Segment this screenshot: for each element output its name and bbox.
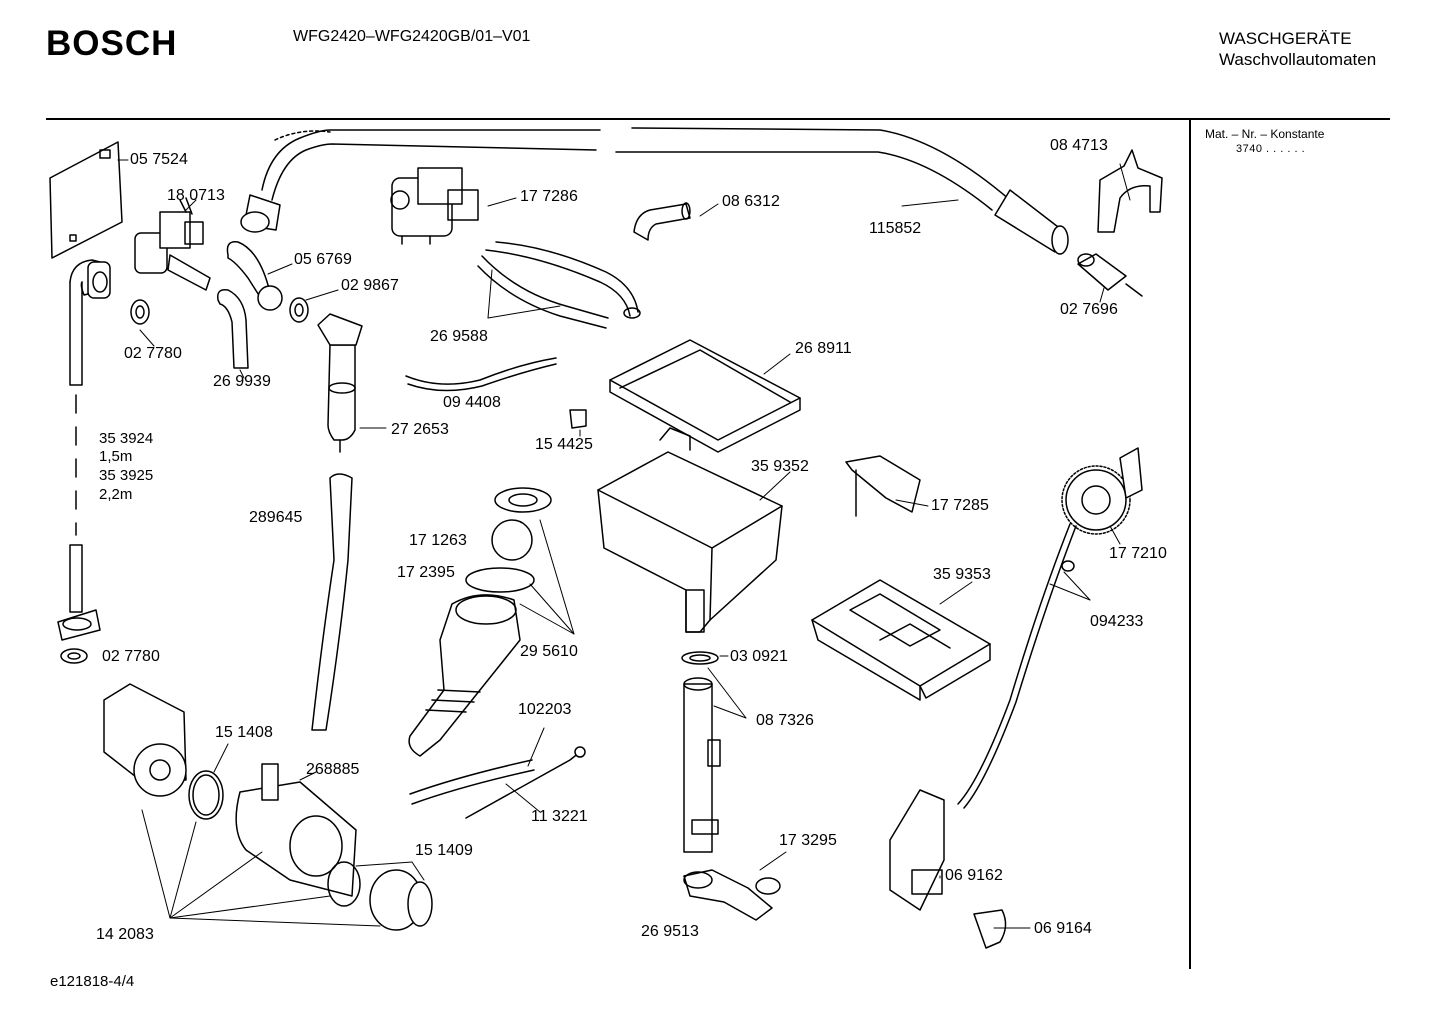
pressure-switch-drawing (1061, 447, 1143, 535)
part-number-label: 08 7326 (756, 712, 814, 729)
brand-logo: BOSCH (46, 24, 178, 63)
part-number-label: 26 9939 (213, 373, 271, 390)
part-number-label: 17 1263 (409, 532, 467, 549)
part-number-label: 03 0921 (730, 648, 788, 665)
side-panel-divider (1189, 118, 1191, 969)
plug-drawing (569, 409, 587, 429)
part-number-label: 06 9162 (945, 867, 1003, 884)
part-number-label: 02 7780 (124, 345, 182, 362)
part-number-label: 115852 (869, 220, 922, 237)
washer-drawing (130, 299, 150, 325)
detergent-drawer-drawing (811, 579, 991, 701)
latch-clip-drawing (845, 455, 921, 517)
part-number-label: 35 9352 (751, 458, 809, 475)
washer-drawing-bottom (60, 648, 88, 664)
hose-bracket-drawing (1097, 149, 1163, 233)
category-subtitle: Waschvollautomaten (1219, 50, 1377, 69)
gasket-drawing (289, 297, 309, 323)
part-number-label: 17 7210 (1109, 545, 1167, 562)
sump-hose-drawing (408, 487, 552, 757)
part-number-label: 35 3924 (99, 430, 154, 447)
part-number-label: 289645 (249, 509, 303, 526)
category-title: WASCHGERÄTE (1219, 29, 1352, 48)
leader-lines (117, 159, 1131, 929)
hose-connector-drawing (57, 259, 111, 641)
part-number-label: 29 5610 (520, 643, 578, 660)
cover-plate-drawing (49, 141, 129, 259)
drain-pump-drawing (103, 683, 187, 797)
dispenser-housing-drawing (597, 451, 783, 633)
part-number-label: 02 7780 (102, 648, 160, 665)
side-panel-value: 3740 . . . . . . (1236, 143, 1306, 155)
mounting-bracket-drawing (889, 789, 945, 911)
part-number-label: 27 2653 (391, 421, 449, 438)
part-number-label: 05 7524 (130, 151, 188, 168)
inlet-hose-drawing (240, 127, 1069, 255)
part-number-label: 09 4408 (443, 394, 501, 411)
part-number-label: 094233 (1090, 613, 1144, 630)
part-number-label: 11 3221 (531, 808, 588, 825)
pressure-tube-drawing (957, 523, 1071, 805)
part-number-label: 08 4713 (1050, 137, 1108, 154)
part-number-label: 17 3295 (779, 832, 837, 849)
tube-drawing (405, 357, 557, 385)
part-number-label: 17 7285 (931, 497, 989, 514)
side-panel-heading: Mat. – Nr. – Konstante (1205, 127, 1325, 141)
seal-ring-drawing (681, 651, 719, 665)
dual-valve-drawing (390, 167, 479, 245)
connecting-hoses-drawing (477, 241, 641, 329)
part-number-label: 26 8911 (795, 340, 852, 357)
part-number-label: 06 9164 (1034, 920, 1092, 937)
lint-filter-drawing (369, 869, 433, 931)
elbow-hose-drawing (216, 241, 283, 369)
pump-housing-drawing (235, 763, 357, 897)
part-number-label: 17 2395 (397, 564, 455, 581)
part-number-label: 35 3925 (99, 467, 154, 484)
part-number-label: 102203 (518, 701, 572, 718)
part-number-label: 02 9867 (341, 277, 399, 294)
part-number-label: 05 6769 (294, 251, 352, 268)
part-number-label: 15 4425 (535, 436, 593, 453)
part-number-label: 18 0713 (167, 187, 225, 204)
clip-drawing (973, 909, 1007, 949)
drain-elbow-drawing (683, 869, 781, 921)
part-number-label: 15 1409 (415, 842, 473, 859)
solenoid-valve-drawing (134, 197, 211, 291)
part-number-label: 17 7286 (520, 188, 578, 205)
drain-hose-drawing (311, 473, 353, 731)
end-cap-drawing (1077, 253, 1143, 297)
hose-length-label: 2,2m (99, 486, 133, 503)
part-number-label: 26 9513 (641, 923, 699, 940)
part-number-label: 02 7696 (1060, 301, 1118, 318)
hose-length-label: 1,5m (99, 448, 133, 465)
hose-drawing-102203 (409, 759, 533, 795)
part-number-label: 268885 (306, 761, 360, 778)
part-number-label: 08 6312 (722, 193, 780, 210)
air-trap-drawing (317, 313, 363, 453)
part-number-label: 15 1408 (215, 724, 273, 741)
filter-seal-drawing (327, 861, 361, 907)
model-number: WFG2420–WFG2420GB/01–V01 (293, 28, 531, 45)
header-divider (46, 118, 1390, 120)
part-number-label: 26 9588 (430, 328, 488, 345)
part-number-label: 35 9353 (933, 566, 991, 583)
overflow-pipe-drawing (683, 677, 721, 853)
part-number-label: 14 2083 (96, 926, 154, 943)
pump-seal-drawing (188, 770, 224, 820)
dispenser-lid-drawing (609, 339, 801, 453)
small-hose-drawing (633, 203, 691, 241)
drawing-id: e121818-4/4 (50, 973, 135, 990)
